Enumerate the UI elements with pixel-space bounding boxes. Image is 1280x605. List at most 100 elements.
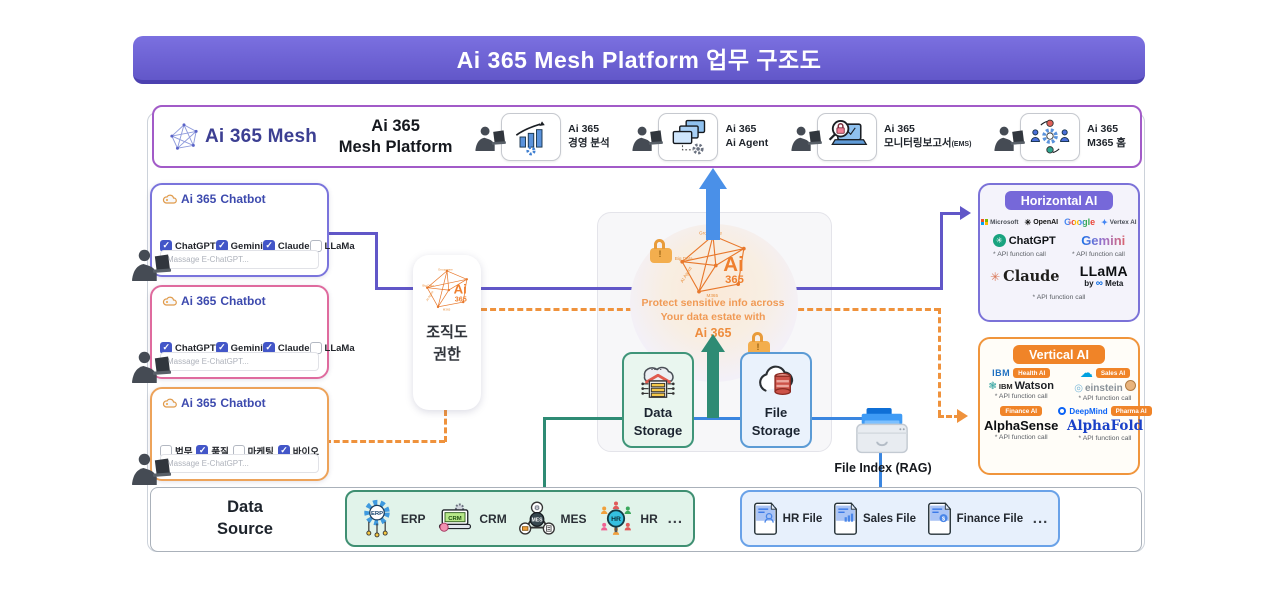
chat-message-input[interactable] — [160, 454, 319, 473]
file-finance: $ Finance File — [926, 501, 1023, 536]
einstein-entry: ☁ Sales AI ◎ einstein * API function cal… — [1058, 365, 1151, 402]
hr-icon: HR — [601, 501, 632, 535]
deepmind-logo: DeepMind — [1069, 406, 1108, 416]
svg-text:M365: M365 — [706, 293, 718, 298]
connector-orange-dashed-2 — [444, 410, 447, 442]
alphafold-entry: DeepMind Pharma AI AlphaFold * API funct… — [1058, 406, 1152, 442]
person-laptop-icon — [632, 126, 664, 151]
ibm-logo: IBM — [992, 368, 1011, 378]
vertex-ai-logo: ✦ Vertex AI — [1101, 217, 1137, 227]
model-checkbox-row: ChatGPT Gemini Claude LLaMa — [160, 342, 355, 354]
file-storage-label: File Storage — [751, 405, 801, 438]
monitor-lock-icon — [816, 112, 877, 161]
file-hr: HR File — [752, 501, 822, 536]
horizontal-ai-box: Horizontal AI Microsoft ✳ OpenAI Google … — [978, 183, 1140, 322]
vertical-ai-box: Vertical AI IBM Health AI ❃ IBM Watson *… — [978, 337, 1152, 475]
platform-item-monitoring: Ai 365 모니터링보고서(EMS) — [790, 112, 972, 161]
vertex-ai-icon: ✦ — [1101, 217, 1108, 227]
file-index-label: File Index (RAG) — [834, 461, 932, 475]
systems-more: ... — [667, 510, 684, 527]
ai365-logo: Ai 365 Groupware Big Data AI Agent M365 — [422, 267, 468, 312]
system-mes: ⚙ MES MES — [517, 500, 587, 537]
einstein-figure-icon — [1124, 379, 1136, 391]
connector-purple-4 — [940, 212, 943, 290]
svg-text:HR: HR — [611, 516, 621, 523]
data-storage-label: Data Storage — [633, 405, 683, 438]
files-box: HR File Sales File — [740, 490, 1060, 547]
platform-item-label: Ai 365 모니터링보고서(EMS) — [883, 122, 972, 149]
einstein-swirl-icon: ◎ — [1074, 382, 1083, 394]
platform-logo-text: Ai 365 Mesh — [205, 125, 318, 147]
finance-ai-badge: Finance AI — [1000, 406, 1043, 417]
person-laptop-icon — [475, 126, 507, 151]
connector-purple-arrowhead — [960, 206, 971, 220]
claude-icon: ✳ — [990, 269, 1001, 284]
model-row: ✳ Claude LLaMA by ∞ Meta — [980, 264, 1138, 289]
data-storage-icon — [641, 366, 675, 398]
svg-text:AI Agent: AI Agent — [425, 290, 434, 302]
connector-purple-1 — [325, 232, 377, 235]
gemini-logo: Gemini — [1081, 233, 1126, 248]
connector-orange-dashed-5 — [938, 415, 960, 418]
windows-gear-icon — [658, 112, 719, 161]
svg-text:ERP: ERP — [371, 510, 383, 516]
chatgpt-logo: ✳ ChatGPT — [992, 234, 1056, 247]
health-ai-badge: Health AI — [1013, 368, 1051, 378]
platform-item-label: Ai 365 M365 홈 — [1087, 122, 1126, 149]
chatbot-header: Ai 365 Chatbot — [162, 192, 266, 206]
platform-item-label: Ai 365 Ai Agent — [725, 122, 769, 149]
page-title: Ai 365 Mesh Platform 업무 구조도 — [456, 47, 822, 73]
salesforce-cloud-icon: ☁ — [1079, 365, 1093, 380]
provider-row: Microsoft ✳ OpenAI Google ✦ Vertex AI — [980, 217, 1138, 227]
person-laptop-icon — [132, 249, 172, 281]
crm-icon: CRM — [439, 502, 472, 532]
checkbox-gemini[interactable]: Gemini — [215, 240, 263, 252]
chatbot-title: Chatbot — [220, 192, 266, 206]
alphasense-entry: Finance AI AlphaSense * API function cal… — [984, 406, 1059, 442]
connector-blue-1 — [694, 417, 740, 420]
up-arrow-blue-head — [699, 168, 727, 189]
pharma-ai-badge: Pharma AI — [1110, 406, 1152, 417]
org-permission-label: 조직도 권한 — [426, 324, 468, 363]
connector-orange-arrowhead — [957, 409, 968, 423]
checkbox-llama[interactable]: LLaMa — [309, 342, 355, 354]
platform-logo: Ai 365 Mesh — [168, 122, 318, 151]
svg-text:M365: M365 — [443, 308, 451, 312]
up-arrow-blue — [706, 188, 720, 240]
chat-message-input[interactable] — [160, 250, 319, 269]
einstein-logo: einstein — [1084, 382, 1123, 394]
person-laptop-icon — [994, 126, 1026, 151]
watson-brain-icon: ❃ — [988, 380, 997, 392]
alphafold-logo: AlphaFold — [1066, 417, 1144, 434]
claude-logo: ✳ Claude — [990, 268, 1060, 285]
microsoft-logo: Microsoft — [981, 219, 1019, 226]
model-checkbox-row: ChatGPT Gemini Claude LLaMa — [160, 240, 355, 252]
chatbot-brand: Ai 365 — [181, 192, 217, 206]
connector-teal-1 — [543, 417, 622, 420]
cloud-icon — [162, 194, 177, 204]
up-arrow-teal-head — [701, 334, 725, 352]
lock-icon — [650, 239, 672, 263]
cloud-icon — [162, 398, 177, 408]
chatbot-box-3: Ai 365 Chatbot 법무 품질 마케팅 바이오 — [132, 387, 329, 485]
svg-text:Big Data: Big Data — [675, 256, 693, 261]
chatgpt-icon: ✳ — [992, 234, 1006, 247]
file-storage-box: File Storage — [740, 352, 812, 448]
connector-blue-3 — [879, 417, 882, 491]
data-source-title: Data Source — [217, 498, 273, 539]
erp-icon: ERP — [364, 499, 390, 537]
svg-text:Ai: Ai — [454, 282, 467, 297]
deepmind-icon — [1058, 407, 1067, 416]
files-more: ... — [1032, 510, 1049, 527]
vertical-ai-header: Vertical AI — [1013, 345, 1105, 364]
checkbox[interactable] — [215, 240, 228, 252]
platform-item-agent: Ai 365 Ai Agent — [631, 112, 769, 161]
api-note-row: * API function call * API function call — [993, 251, 1125, 258]
google-logo: Google — [1064, 217, 1096, 227]
platform-bar: Ai 365 Mesh Ai 365 Mesh Platform — [152, 105, 1142, 168]
system-hr: HR HR — [596, 500, 658, 537]
chat-message-input[interactable] — [160, 352, 319, 371]
file-storage-icon — [759, 365, 793, 396]
up-arrow-teal — [707, 350, 719, 418]
